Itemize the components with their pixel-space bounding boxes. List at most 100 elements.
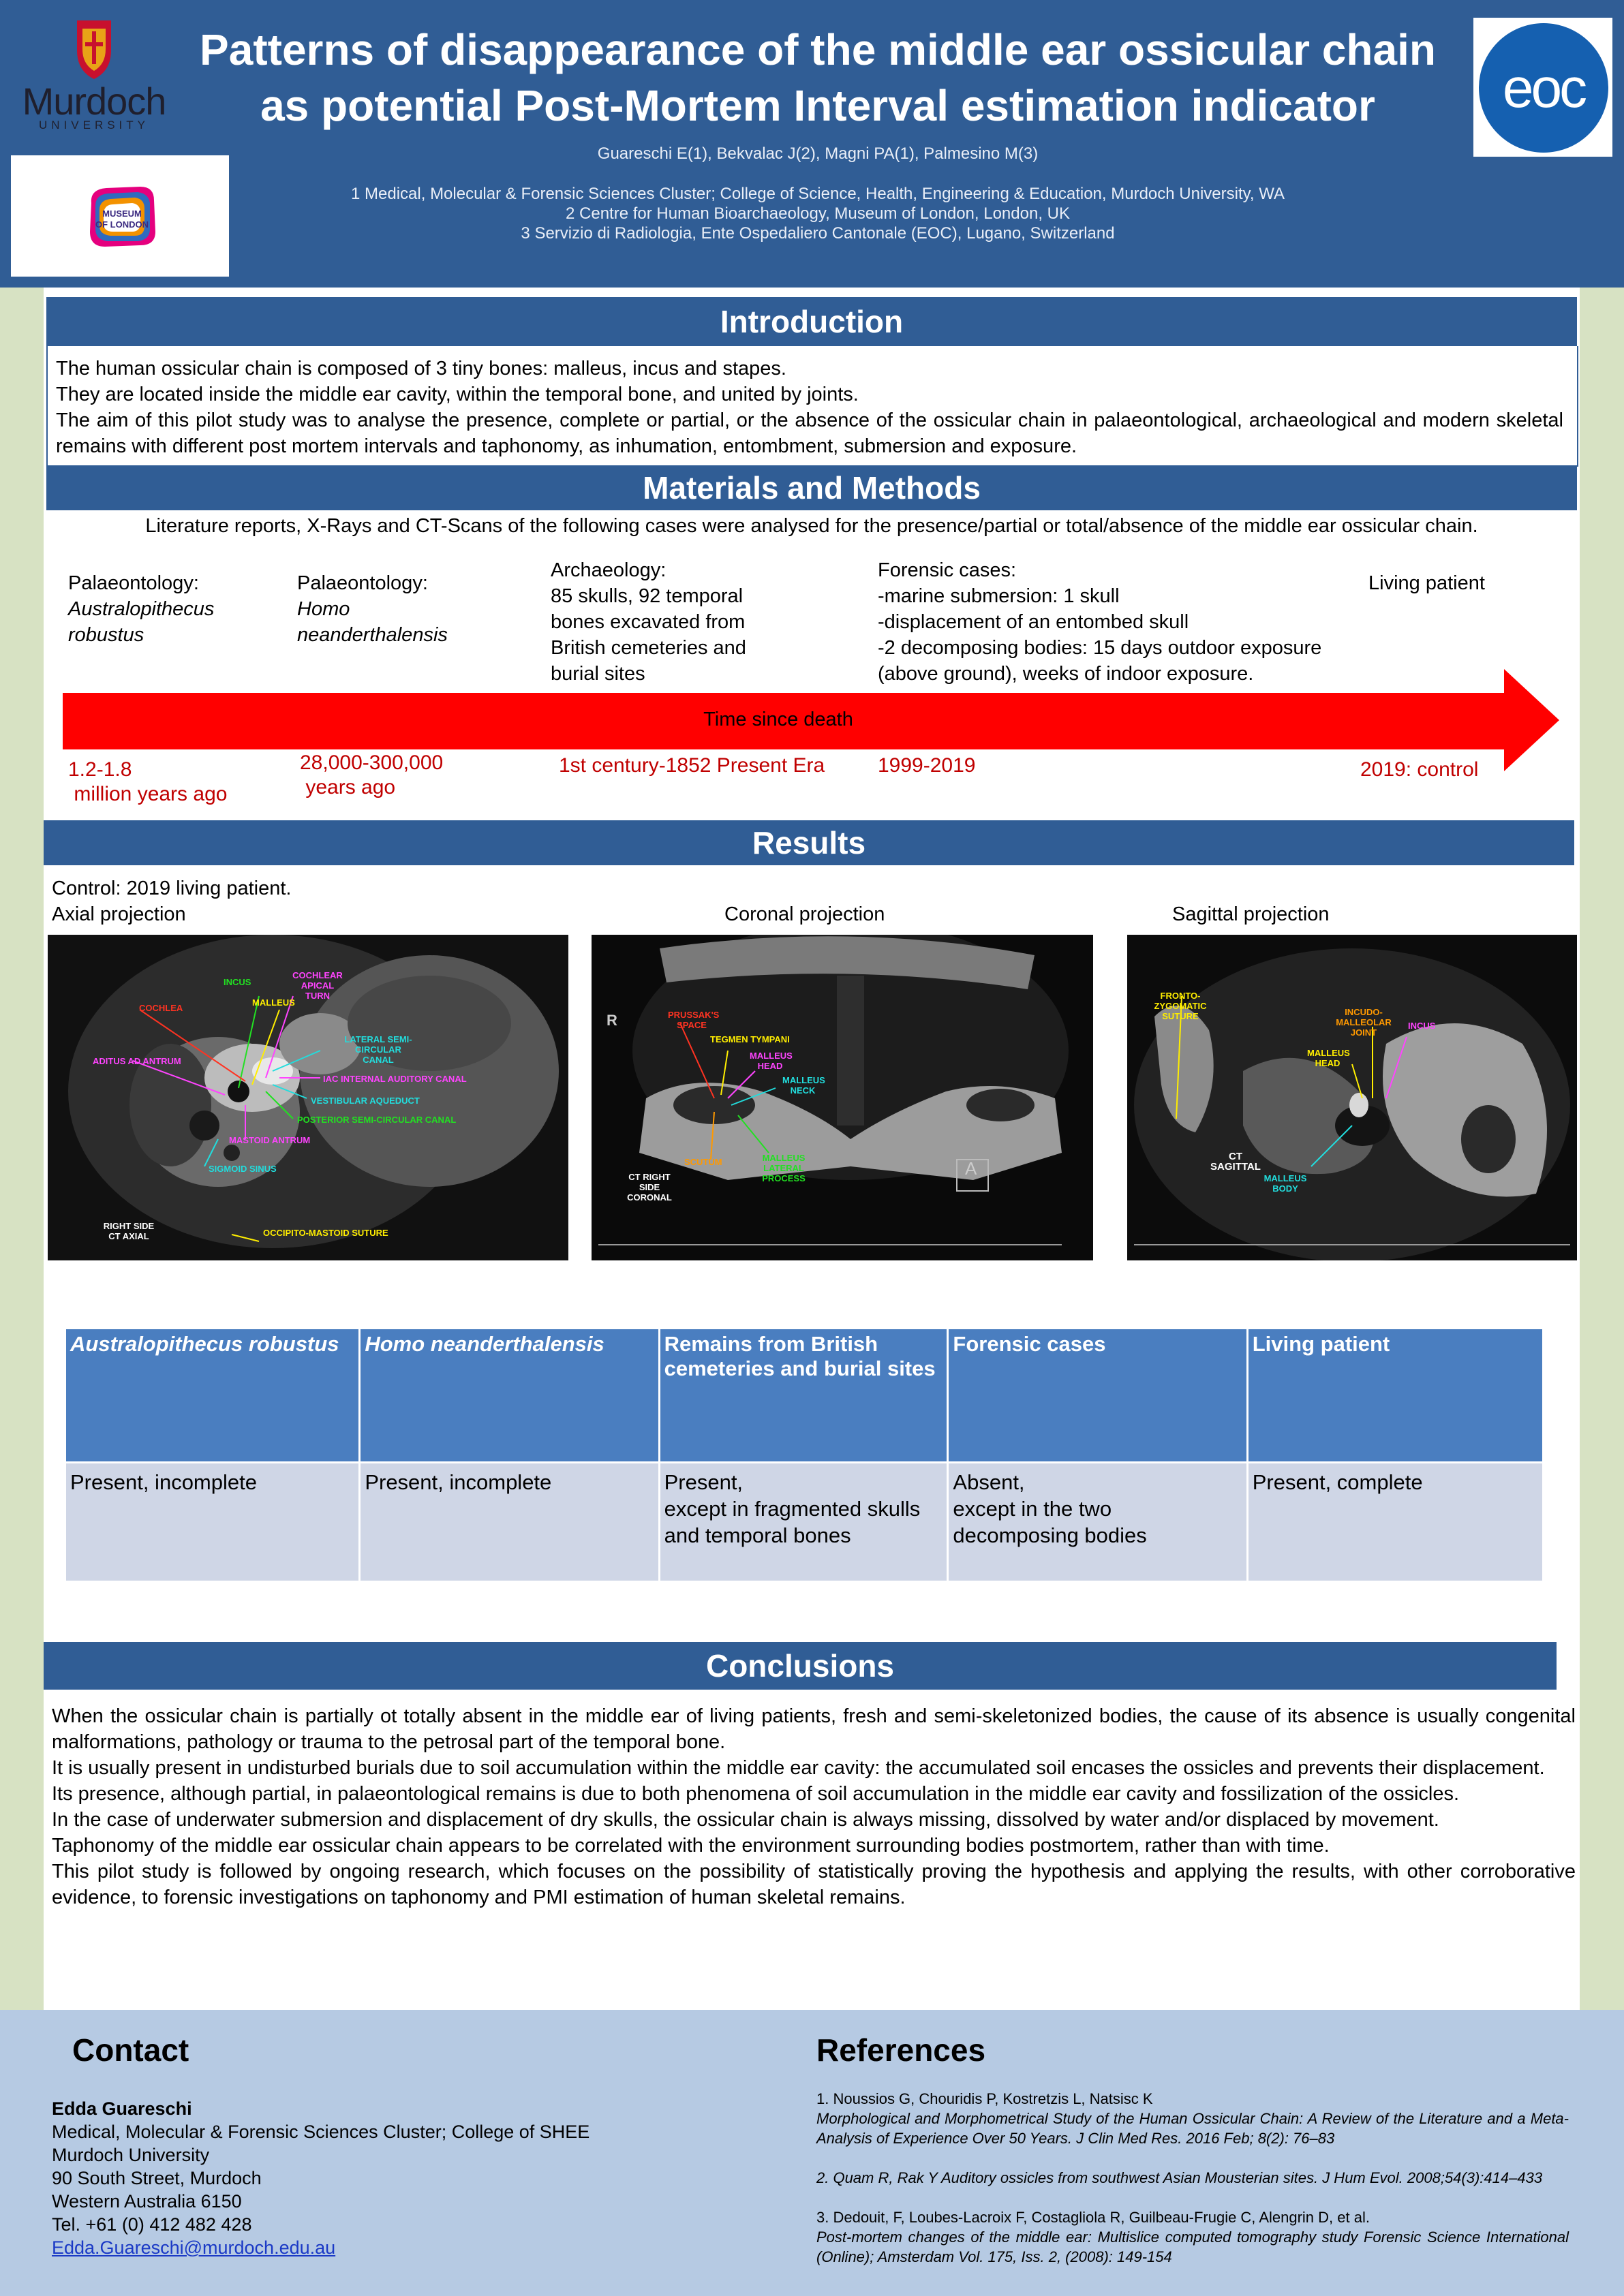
ct-coronal-image: R PRUSSAK'S SPACE TEGMEN TYMPANI MALLEUS… (592, 935, 1093, 1260)
ct-sagittal-scan (1127, 935, 1577, 1260)
ct-label: COCHLEAR APICAL TURN (292, 970, 343, 1001)
ct-label: A (965, 1158, 977, 1179)
timeline-line: Australopithecus (68, 598, 215, 620)
ct-label: OCCIPITO-MASTOID SUTURE (263, 1228, 388, 1238)
affiliation-3: 3 Servizio di Radiologia, Ente Ospedalie… (521, 224, 1115, 243)
cell-line: Absent, (953, 1470, 1025, 1494)
ct-label: MALLEUS LATERAL PROCESS (762, 1153, 806, 1183)
affiliations: 1 Medical, Molecular & Forensic Sciences… (170, 184, 1465, 243)
reference-title: Post-mortem changes of the middle ear: M… (816, 2229, 1569, 2265)
cell-line: and temporal bones (664, 1523, 851, 1547)
timeline-line: robustus (68, 624, 144, 646)
timeline-line: Forensic cases: (878, 559, 1017, 581)
cell-line: except in fragmented skulls (664, 1497, 921, 1521)
museum-of-london-logo: MUSEUM OF LONDON (11, 155, 229, 277)
reference-title: Morphological and Morphometrical Study o… (816, 2110, 1569, 2147)
ct-label: INCUS (224, 977, 251, 987)
timeline-forensic: Forensic cases: -marine submersion: 1 sk… (878, 557, 1396, 687)
eoc-logo (1479, 23, 1608, 153)
timeline-date: 1st century-1852 Present Era (559, 754, 825, 777)
ct-label: ADITUS AD ANTRUM (93, 1056, 181, 1066)
reference-item: 3. Dedouit, F, Loubes-Lacroix F, Costagl… (816, 2207, 1569, 2267)
reference-authors: 3. Dedouit, F, Loubes-Lacroix F, Costagl… (816, 2209, 1370, 2226)
timeline-line: Palaeontology: (297, 572, 428, 594)
cell-line: Present, complete (1252, 1470, 1423, 1494)
ct-label: SIGMOID SINUS (209, 1164, 277, 1174)
ct-axial-image: INCUS COCHLEAR APICAL TURN MALLEUS COCHL… (48, 935, 568, 1260)
timeline-date: 1999-2019 (878, 754, 976, 777)
eoc-logo-text: eoc (1502, 57, 1587, 119)
introduction-heading: Introduction (46, 297, 1577, 346)
conclusion-paragraph: Its presence, although partial, in palae… (52, 1783, 1460, 1805)
conclusions-text: When the ossicular chain is partially ot… (52, 1703, 1576, 1910)
timeline-line: Archaeology: (551, 559, 667, 581)
museum-logo-text-2: OF LONDON (95, 219, 149, 230)
references-list: 1. Noussios G, Chouridis P, Kostretzis L… (816, 2089, 1569, 2286)
ct-label: INCUS (1408, 1021, 1436, 1031)
contact-line: 90 South Street, Murdoch (52, 2168, 262, 2188)
table-cell: Absent, except in the two decomposing bo… (947, 1461, 1248, 1583)
ct-label: R (607, 1012, 617, 1029)
ct-label: COCHLEA (139, 1003, 183, 1013)
intro-paragraph: The aim of this pilot study was to analy… (56, 409, 1563, 457)
table-row: Present, incomplete Present, incomplete … (63, 1461, 1545, 1583)
cell-line: Present, incomplete (365, 1470, 552, 1494)
contact-line: Western Australia 6150 (52, 2191, 242, 2212)
table-header-row: Australopithecus robustus Homo neanderth… (63, 1327, 1545, 1463)
murdoch-crest-logo (19, 15, 169, 138)
table-header: Living patient (1246, 1327, 1545, 1463)
ct-coronal-scan (592, 935, 1093, 1260)
conclusion-paragraph: It is usually present in undisturbed bur… (52, 1757, 1545, 1779)
intro-paragraph: They are located inside the middle ear c… (56, 384, 859, 405)
affiliation-2: 2 Centre for Human Bioarchaeology, Museu… (566, 204, 1070, 223)
conclusion-paragraph: When the ossicular chain is partially ot… (52, 1705, 1576, 1753)
table-cell: Present, except in fragmented skulls and… (658, 1461, 949, 1583)
timeline-line: Living patient (1368, 572, 1485, 594)
table-header: Forensic cases (947, 1327, 1248, 1463)
ct-label: MALLEUS BODY (1263, 1173, 1307, 1194)
timeline-line: -displacement of an entombed skull (878, 611, 1189, 633)
contact-heading: Contact (72, 2032, 189, 2068)
ct-label: INCUDO-MALLEOLAR JOINT (1336, 1007, 1392, 1038)
cell-line: except in the two (953, 1497, 1112, 1521)
contact-line: Medical, Molecular & Forensic Sciences C… (52, 2122, 590, 2142)
timeline-archaeology: Archaeology: 85 skulls, 92 temporal bone… (551, 557, 796, 687)
axial-label: Axial projection (52, 903, 186, 925)
timeline-line: -2 decomposing bodies: 15 days outdoor e… (878, 637, 1322, 659)
timeline-living: Living patient (1368, 570, 1559, 596)
authors: Guareschi E(1), Bekvalac J(2), Magni PA(… (597, 144, 1039, 163)
coronal-label: Coronal projection (724, 903, 885, 925)
ct-label: PRUSSAK'S SPACE (668, 1010, 720, 1030)
header-line: cemeteries and burial sites (664, 1356, 936, 1380)
date-line: 28,000-300,000 (300, 751, 444, 774)
ct-sagittal-image: FRONTO-ZYGOMATIC SUTURE INCUDO-MALLEOLAR… (1127, 935, 1577, 1260)
timeline-line: 85 skulls, 92 temporal (551, 585, 744, 607)
table-header: Australopithecus robustus (63, 1327, 361, 1463)
contact-email-link[interactable]: Edda.Guareschi@murdoch.edu.au (52, 2237, 336, 2258)
title-line-1: Patterns of disappearance of the middle … (200, 25, 1436, 74)
museum-logo-text-1: MUSEUM (102, 208, 142, 219)
results-heading: Results (44, 820, 1574, 865)
sagittal-label: Sagittal projection (1172, 903, 1330, 925)
ct-axial-scan (48, 935, 568, 1260)
ct-label: MALLEUS (252, 997, 295, 1008)
table-cell: Present, incomplete (358, 1461, 660, 1583)
ct-label: CT SAGITTAL (1210, 1151, 1261, 1173)
timeline-line: neanderthalensis (297, 624, 448, 646)
ct-label: FRONTO-ZYGOMATIC SUTURE (1154, 991, 1207, 1021)
table-cell: Present, complete (1246, 1461, 1545, 1583)
cell-line: Present, incomplete (70, 1470, 257, 1494)
ct-label: CT RIGHT SIDE CORONAL (627, 1172, 672, 1203)
results-table: Australopithecus robustus Homo neanderth… (63, 1327, 1545, 1583)
murdoch-university-wordmark: UNIVERSITY (38, 119, 150, 131)
date-line: years ago (300, 776, 396, 798)
poster-header (0, 0, 1624, 288)
reference-authors: 1. Noussios G, Chouridis P, Kostretzis L… (816, 2090, 1153, 2107)
cell-line: decomposing bodies (953, 1523, 1147, 1547)
poster-title: Patterns of disappearance of the middle … (170, 22, 1465, 134)
conclusions-heading: Conclusions (44, 1642, 1557, 1690)
table-cell: Present, incomplete (63, 1461, 361, 1583)
date-line: million years ago (68, 783, 228, 805)
timeline-line: (above ground), weeks of indoor exposure… (878, 663, 1254, 685)
timeline-date: 1.2-1.8 million years ago (68, 758, 273, 807)
